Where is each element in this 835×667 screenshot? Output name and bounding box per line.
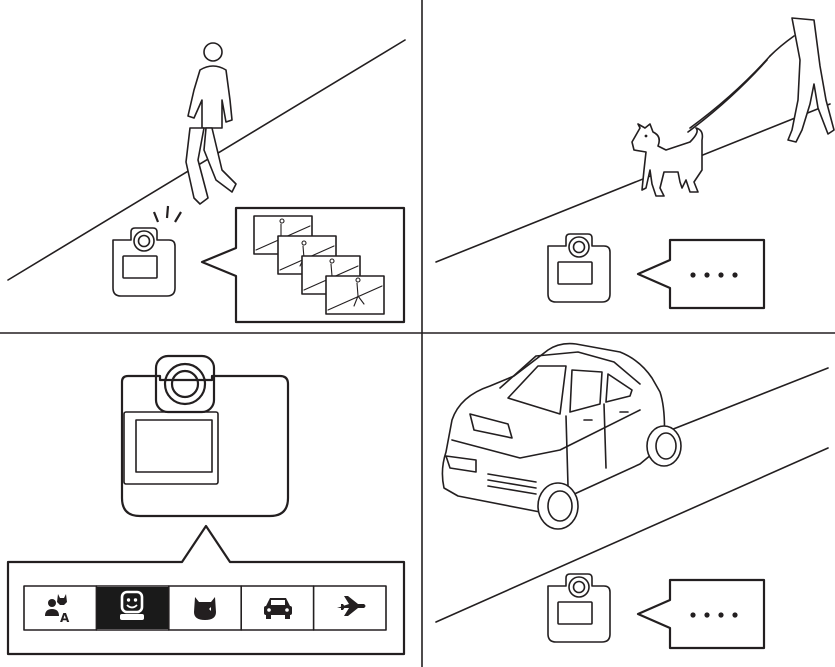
dog-walker-legs-icon: [769, 17, 835, 143]
waiting-dots: [690, 612, 738, 618]
subject-option-vehicle[interactable]: [242, 586, 314, 630]
car-icon: [441, 342, 682, 530]
subject-option-portrait[interactable]: [97, 587, 168, 629]
ground-line-front: [435, 447, 829, 623]
ground-line: [435, 103, 831, 263]
shutter-flash-icon: [152, 205, 182, 223]
camera-icon: [547, 233, 611, 303]
subject-option-airplane[interactable]: [314, 586, 386, 630]
panel-bottom-left: A: [6, 354, 406, 656]
subject-option-animal[interactable]: [169, 586, 241, 630]
walking-person-icon: [185, 42, 237, 205]
speech-bubble: [200, 206, 406, 324]
airplane-subject-icon: [337, 596, 366, 616]
auto-label: A: [60, 611, 70, 625]
waiting-dots: [690, 272, 738, 278]
camera-closeup-icon: [120, 354, 290, 518]
thumbnail: [325, 275, 385, 315]
subject-option-auto[interactable]: A: [24, 586, 96, 630]
speech-bubble: [636, 238, 766, 310]
panel-top-left: [7, 39, 406, 324]
vehicle-subject-icon: [264, 598, 292, 619]
subject-menu: A: [6, 524, 406, 656]
auto-subject-icon: [45, 594, 67, 616]
dog-icon: [631, 123, 704, 197]
camera-icon: [112, 227, 176, 297]
frame-sequence: [253, 215, 385, 315]
panel-top-right: [435, 17, 835, 310]
panel-bottom-right: [435, 342, 829, 650]
animal-subject-icon: [194, 597, 216, 620]
portrait-subject-icon: [120, 590, 144, 620]
camera-icon: [547, 573, 611, 643]
leash: [689, 55, 771, 129]
ground-line: [7, 39, 406, 281]
speech-bubble: [636, 578, 766, 650]
